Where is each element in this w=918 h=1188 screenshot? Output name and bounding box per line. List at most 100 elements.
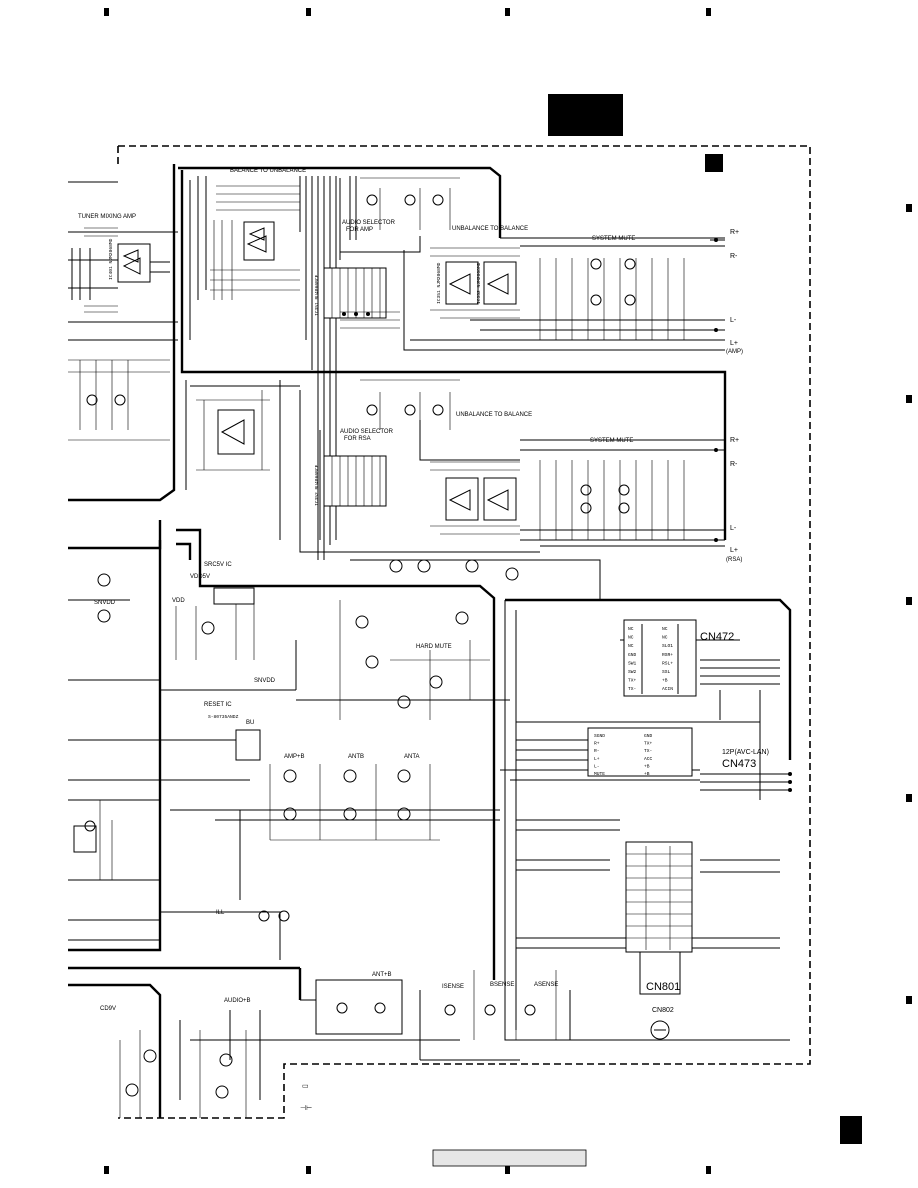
- cn472-pin-5-left: SW2: [628, 669, 637, 675]
- antb-label: ANTB: [348, 754, 364, 760]
- unbalance-to-balance-2-label: UNBALANCE TO BALANCE: [456, 412, 532, 418]
- cn802-label: CN802: [652, 1007, 674, 1014]
- reset-ic-part: S-80735ANDZ: [208, 714, 239, 720]
- ic-tuner-label: IC401 NJM2068MD: [108, 238, 114, 280]
- src-ic-label: SRC5V IC: [204, 562, 232, 568]
- board-outline: [118, 145, 811, 1119]
- rsa-r-minus-label: R-: [730, 461, 738, 468]
- cn472-pin-5-right: SSL: [662, 669, 671, 675]
- audio-b-block: AUDIO+B CD9V: [100, 998, 251, 1118]
- left-middle-cluster: [68, 359, 170, 441]
- ampb-label: AMP+B: [284, 754, 305, 760]
- ill-block: ILL: [216, 910, 290, 922]
- cn473-pin-4-left: L-: [594, 763, 600, 769]
- cn472-pin-7-left: TX-: [628, 686, 636, 692]
- system-mute-2-block: SYSTEM MUTE: [539, 438, 685, 540]
- system-mute-2-label: SYSTEM MUTE: [590, 438, 633, 444]
- tuner-mixing-amp-block: TUNER MIXING AMP IC401 NJM2068MD: [68, 214, 170, 313]
- title-block: [548, 94, 623, 136]
- snvdd-label-2: SNVDD: [254, 678, 276, 684]
- vdd-label: VDD: [172, 598, 185, 604]
- cn472-pin-6-right: +B: [662, 678, 668, 684]
- power-left-block: SNVDD SRC5V IC VDD5V VDD: [94, 562, 255, 660]
- balance-to-unbalance-label: BALANCE TO UNBALANCE: [230, 168, 306, 174]
- ant-sense-block: ANT+B ISENSE BSENSE ASENSE: [315, 970, 558, 1040]
- tuner-mixing-amp-label: TUNER MIXING AMP: [78, 214, 136, 220]
- bus-lines: [68, 164, 792, 1118]
- amp-r-plus-label: R+: [730, 229, 739, 236]
- audiob-label: AUDIO+B: [224, 998, 251, 1004]
- cn472-pin-1-right: NC: [662, 635, 668, 641]
- asense-label: ASENSE: [534, 982, 558, 988]
- rsa-l-plus-label: L+: [730, 547, 738, 554]
- snvdd-label-1: SNVDD: [94, 600, 116, 606]
- audio-selector-amp-label: AUDIO SELECTOR: [342, 220, 396, 226]
- cn472-pin-7-right: ACIN: [662, 686, 673, 692]
- cn472-pin-2-right: SLO1: [662, 643, 673, 649]
- cn473-pin-2-left: R-: [594, 748, 600, 754]
- cd9v-label: CD9V: [100, 1006, 116, 1012]
- legend-mark-2: ⊣⊢: [300, 1105, 312, 1112]
- cn473-pin-1-left: R+: [594, 741, 600, 747]
- audio-selector-amp-block: AUDIO SELECTOR FOR AMP IC351 BU4066BCF: [314, 176, 460, 498]
- rsa-output-labels: R+ R- L- L+ (RSA): [726, 437, 742, 563]
- cn473-pin-3-right: ACC: [644, 756, 653, 762]
- anta-label: ANTA: [404, 754, 420, 760]
- cn473-pin-0-left: SGND: [594, 733, 605, 739]
- cn473-label: CN473: [722, 758, 756, 770]
- ic-ub1-label: IC351 NJM2068MD: [436, 262, 442, 304]
- cn472-pin-3-left: GND: [628, 652, 637, 658]
- rsa-left-cluster: [196, 390, 270, 471]
- cn473-pin-2-right: TX-: [644, 748, 652, 754]
- cn473-pin-1-right: TX+: [644, 741, 653, 747]
- avc-lan-label: 12P(AVC-LAN): [722, 749, 769, 756]
- amp-l-plus-label: L+: [730, 340, 738, 347]
- section-marker: [705, 154, 723, 172]
- cn801-connector: CN801 CN802: [625, 841, 693, 1040]
- hard-mute-label: HARD MUTE: [416, 644, 452, 650]
- ic-ub2-label: IC352 NJM2068MD: [476, 262, 482, 304]
- right-output-terminals: [714, 238, 792, 792]
- audio-selector-rsa-sub: FOR RSA: [344, 436, 371, 442]
- rsa-group-label: (RSA): [726, 557, 742, 563]
- cn473-pin-4-right: +B: [644, 763, 650, 769]
- page-number-box: [432, 1149, 587, 1167]
- bu-label: BU: [246, 720, 254, 726]
- bsense-label: BSENSE: [490, 982, 514, 988]
- cn472-pin-4-right: RSL+: [662, 660, 673, 666]
- vdd5v-label: VDD5V: [190, 574, 210, 580]
- amp-r-minus-label: R-: [730, 253, 738, 260]
- cn472-pin-2-left: NC: [628, 643, 634, 649]
- reset-ic-label: RESET IC: [204, 702, 232, 708]
- left-lower-block: [73, 800, 113, 880]
- audio-selector-rsa-block: AUDIO SELECTOR FOR RSA IC352 BU4066BCF: [314, 379, 460, 507]
- reset-ic-block: RESET IC S-80735ANDZ BU: [204, 702, 261, 761]
- balance-to-unbalance-block: BALANCE TO UNBALANCE: [210, 168, 306, 300]
- system-mute-1-block: SYSTEM MUTE: [539, 236, 685, 340]
- cn472-pin-0-right: NC: [662, 626, 668, 632]
- rsa-r-plus-label: R+: [730, 437, 739, 444]
- system-mute-1-label: SYSTEM MUTE: [592, 236, 635, 242]
- hard-mute-block: HARD MUTE: [339, 559, 519, 720]
- legend-mark-1: ▭: [302, 1083, 309, 1090]
- audio-selector-amp-sub: FOR AMP: [346, 227, 373, 233]
- audio-selector-rsa-label: AUDIO SELECTOR: [340, 429, 394, 435]
- amp-group-label: (AMP): [726, 349, 743, 355]
- cn473-pin-5-left: MUTE: [594, 771, 605, 777]
- ic-selector-label: IC351 BU4066BCF: [314, 274, 320, 316]
- cn472-label: CN472: [700, 631, 734, 643]
- unbalance-to-balance-1-block: UNBALANCE TO BALANCE IC351 NJM2068MD IC3…: [430, 226, 528, 319]
- ill-label: ILL: [216, 910, 225, 916]
- unbalance-to-balance-1-label: UNBALANCE TO BALANCE: [452, 226, 528, 232]
- legend: ▭ ⊣⊢: [300, 1083, 312, 1112]
- cn472-pin-4-left: SW1: [628, 660, 637, 666]
- ic-rsa-label: IC352 BU4066BCF: [314, 464, 320, 506]
- antenna-power-block: AMP+B ANTB ANTA: [269, 754, 440, 841]
- cn472-pin-0-left: NC: [628, 626, 634, 632]
- unbalance-to-balance-2-block: UNBALANCE TO BALANCE: [430, 412, 532, 535]
- antpb-label: ANT+B: [372, 972, 392, 978]
